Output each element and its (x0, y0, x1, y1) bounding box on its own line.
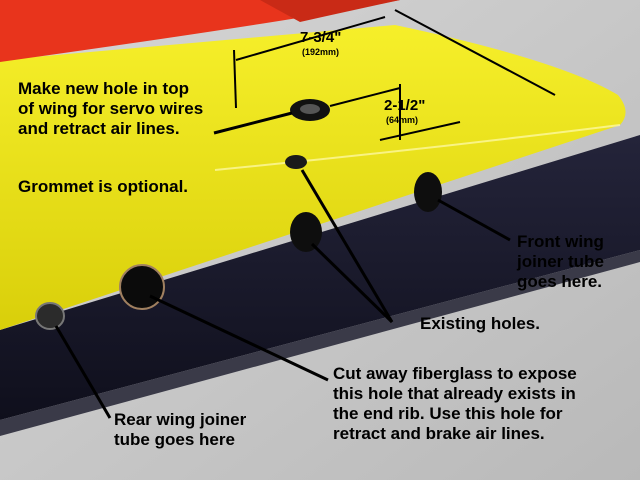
dim-chord-line (235, 16, 386, 61)
rear-tube-hole (35, 302, 65, 330)
wing-yellow-surface (0, 25, 626, 330)
cut-away-hole (119, 264, 165, 310)
front-tube-note: Front wing joiner tube goes here. (517, 232, 604, 292)
dim-depth-metric: (64mm) (386, 115, 419, 125)
cut-away-note: Cut away fiberglass to expose this hole … (333, 364, 577, 444)
leader-new-hole (213, 111, 293, 135)
front-tube-hole (414, 172, 442, 212)
dim-depth-line (379, 121, 461, 141)
grommet-hole (300, 104, 320, 114)
leader-front-tube (437, 198, 511, 242)
dim-chord-value: 7-3/4" (300, 29, 342, 46)
dim-depth-ext-top (329, 87, 401, 107)
leader-existing-top (300, 169, 394, 323)
wing-underside-edge (0, 250, 640, 436)
dim-chord-metric: (192mm) (302, 47, 340, 57)
wing-underside (0, 135, 640, 420)
new-hole-note: Make new hole in top of wing for servo w… (18, 79, 204, 139)
wing-red-shadow (260, 0, 400, 22)
dim-depth-value: 2-1/2" (384, 97, 426, 114)
top-small-hole (285, 155, 307, 169)
grommet-note: Grommet is optional. (18, 177, 189, 196)
existing-holes-note: Existing holes. (420, 314, 540, 333)
leader-existing-mid (310, 242, 394, 324)
leader-rear-tube (54, 325, 112, 419)
leader-cut-away (149, 294, 329, 382)
dim-chord-ext-left (233, 49, 237, 109)
existing-hole-mid (290, 212, 322, 252)
rib-edge-highlight (214, 124, 621, 171)
dim-chord-ext-right (394, 9, 556, 96)
rear-tube-note: Rear wing joiner tube goes here (114, 410, 247, 450)
